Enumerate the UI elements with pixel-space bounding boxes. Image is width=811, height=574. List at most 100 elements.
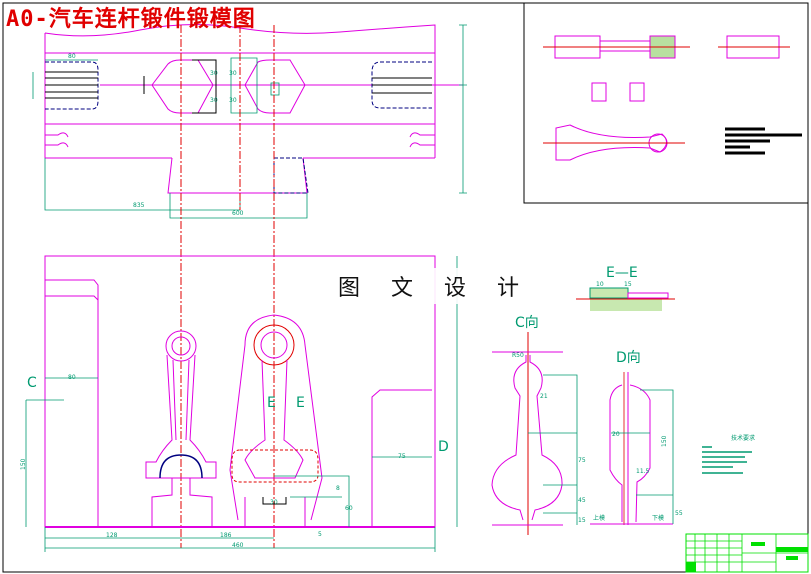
dim-30: 30 bbox=[229, 97, 237, 104]
small-end-left bbox=[165, 330, 197, 362]
support-right bbox=[244, 497, 306, 527]
hex-impression-left bbox=[151, 59, 214, 114]
upper-die-label: 上模 bbox=[593, 514, 605, 522]
small-end-bore-right bbox=[260, 331, 288, 359]
rod-section-b bbox=[629, 82, 645, 102]
dim-150: 150 bbox=[661, 435, 668, 447]
flash-gutter-lines bbox=[45, 71, 98, 99]
left-wall bbox=[45, 279, 99, 527]
drawing-title: A0-汽车连杆锻件锻模图 bbox=[6, 7, 256, 32]
rod-envelope-right bbox=[229, 314, 323, 521]
dim-lines bbox=[611, 389, 674, 524]
key-slot bbox=[262, 497, 287, 505]
flash-outline-right bbox=[231, 449, 319, 483]
section-mark-d: D bbox=[438, 439, 449, 455]
dim-80: 80 bbox=[68, 374, 76, 381]
dim-80: 80 bbox=[68, 53, 76, 60]
lower-die-label: 下模 bbox=[652, 514, 664, 522]
view-c: C向 R50 21 75 45 15 bbox=[491, 315, 586, 535]
dim-10: 10 bbox=[596, 281, 604, 288]
dim-r50: R50 bbox=[512, 352, 524, 359]
view-d-profile bbox=[590, 384, 673, 525]
dim-30: 30 bbox=[270, 499, 278, 506]
dim-15: 15 bbox=[624, 281, 632, 288]
die-shank bbox=[167, 157, 308, 194]
dim-30: 30 bbox=[210, 97, 218, 104]
big-end-bore-left bbox=[159, 454, 203, 479]
dim-460: 460 bbox=[232, 542, 244, 549]
dim-30: 30 bbox=[210, 70, 218, 77]
notes-text-block bbox=[725, 127, 802, 155]
die-lines bbox=[492, 351, 563, 526]
view-d-label: D向 bbox=[616, 350, 641, 366]
dim-150: 150 bbox=[20, 458, 27, 470]
support-left bbox=[151, 478, 213, 527]
dim-45: 45 bbox=[578, 497, 586, 504]
small-end-bore-left bbox=[171, 336, 191, 356]
rod-section-a bbox=[591, 82, 607, 102]
dim-600: 600 bbox=[232, 210, 244, 217]
tech-req-lines bbox=[702, 446, 752, 474]
part-drawing bbox=[543, 35, 802, 161]
title-block-fill bbox=[686, 562, 696, 572]
dim-lines bbox=[25, 256, 458, 527]
view-c-label: C向 bbox=[515, 315, 539, 331]
rod-right bbox=[244, 359, 304, 479]
section-e-e: E—E 10 15 bbox=[576, 265, 675, 311]
small-end-right bbox=[253, 324, 295, 366]
title-block-fill bbox=[776, 547, 808, 552]
view-d: D向 20 150 11.5 55 上模 下模 bbox=[590, 350, 683, 525]
rod-left bbox=[145, 354, 217, 479]
dim-5: 5 bbox=[318, 531, 322, 538]
lock-key bbox=[270, 82, 280, 96]
dim-lines bbox=[528, 374, 578, 525]
dim-lines bbox=[44, 475, 436, 552]
section-mark-c: C bbox=[27, 375, 37, 391]
dim-lines bbox=[143, 59, 217, 114]
title-block bbox=[685, 533, 809, 573]
reference-drawing-box bbox=[523, 2, 809, 204]
title-block-fill bbox=[786, 556, 798, 560]
title-block-fill bbox=[751, 542, 765, 546]
right-cavity bbox=[371, 61, 432, 109]
rod-web-left bbox=[172, 359, 190, 441]
dim-128: 128 bbox=[106, 532, 118, 539]
hatch-block bbox=[590, 299, 662, 311]
flash-gutter-lines bbox=[372, 77, 432, 94]
dim-75: 75 bbox=[578, 457, 586, 464]
section-mark-e: E bbox=[267, 395, 276, 411]
view-c-profile bbox=[491, 355, 563, 521]
dim-15: 15 bbox=[578, 517, 586, 524]
dim-lines bbox=[32, 24, 467, 194]
notch bbox=[45, 132, 435, 148]
dim-lines bbox=[44, 59, 308, 219]
title-block-grid bbox=[686, 534, 808, 572]
hidden-shank bbox=[273, 157, 309, 194]
dim-60: 60 bbox=[345, 505, 353, 512]
dim-835: 835 bbox=[133, 202, 145, 209]
flash-land bbox=[627, 292, 669, 299]
dim-20: 20 bbox=[612, 431, 620, 438]
rod-side-shank bbox=[599, 40, 651, 52]
right-wall bbox=[371, 389, 432, 527]
section-e-e-label: E—E bbox=[606, 265, 638, 281]
front-view: C D E E 80 150 75 8 60 30 5 128 186 460 bbox=[20, 255, 458, 552]
section-mark-e: E bbox=[296, 395, 305, 411]
plan-view: 80 30 30 30 30 835 600 bbox=[32, 23, 467, 219]
technical-requirements: 技术要求 bbox=[702, 434, 755, 474]
dim-75: 75 bbox=[398, 453, 406, 460]
dim-55: 55 bbox=[675, 510, 683, 517]
rod-front-view bbox=[555, 124, 667, 161]
dim-30: 30 bbox=[229, 70, 237, 77]
dim-21: 21 bbox=[540, 393, 548, 400]
dim-186: 186 bbox=[220, 532, 232, 539]
hex-impression-right bbox=[244, 59, 306, 114]
dim-11-5: 11.5 bbox=[636, 468, 650, 475]
dim-8: 8 bbox=[336, 485, 340, 492]
hatch-block bbox=[589, 287, 629, 299]
tech-req-heading: 技术要求 bbox=[731, 434, 755, 442]
watermark: 图 文 设 计 bbox=[330, 268, 539, 304]
